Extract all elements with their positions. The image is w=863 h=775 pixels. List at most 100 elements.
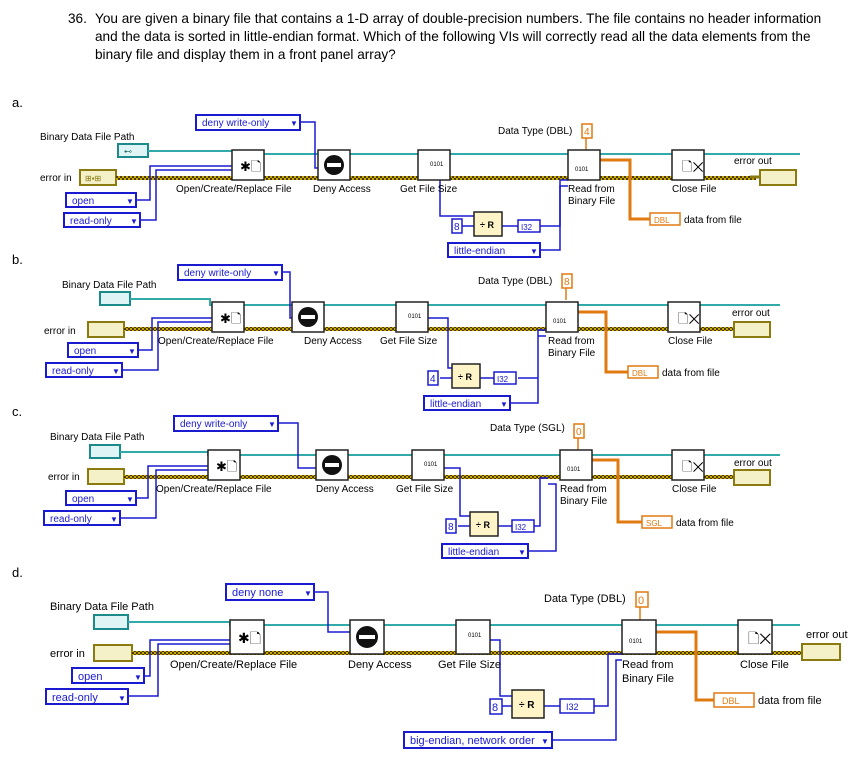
binary-file-label: Binary File (548, 348, 596, 359)
open-file-node[interactable] (229, 619, 265, 655)
get-file-size-node[interactable] (417, 149, 451, 181)
get-file-size-node[interactable] (395, 301, 429, 333)
indicator-type: DBL (632, 369, 648, 378)
option-letter-a: a. (12, 95, 23, 110)
path-control[interactable]: ⊷ (117, 143, 149, 158)
deny-mode-label: deny none (232, 587, 283, 599)
new-file-icon: ✱🗋 (216, 459, 237, 474)
divisor-value: 8 (454, 222, 460, 233)
read-binary-node[interactable] (621, 619, 657, 655)
read-binary-icon: 0101 (567, 467, 581, 473)
diagram-d: Binary Data File Path error in open ▼ re… (45, 583, 848, 749)
quotient-remainder-node[interactable] (473, 211, 503, 237)
binary-file-label: Binary File (622, 673, 674, 685)
open-enum-label: open (74, 346, 96, 357)
read-binary-icon: 0101 (553, 319, 567, 325)
open-file-node[interactable] (211, 301, 245, 333)
quotient-icon: ÷ R (476, 520, 490, 530)
read-only-enum-label: read-only (52, 366, 94, 377)
path-control[interactable] (93, 614, 129, 630)
quotient-remainder-node[interactable] (451, 363, 481, 389)
deny-mode-label: deny write-only (184, 268, 251, 279)
data-indicator (627, 365, 659, 379)
divisor-constant[interactable] (427, 370, 439, 386)
data-type-constant[interactable] (635, 591, 649, 608)
open-enum-label: open (78, 671, 102, 683)
get-file-size-node[interactable] (455, 619, 491, 655)
divisor-constant[interactable] (451, 218, 463, 234)
path-control[interactable] (99, 291, 131, 306)
deny-access-label: Deny Access (316, 484, 374, 495)
deny-access-label: Deny Access (304, 336, 362, 347)
data-indicator (649, 212, 681, 226)
open-file-node[interactable] (207, 449, 241, 481)
data-type-constant[interactable] (561, 273, 573, 289)
indicator-type: DBL (722, 696, 740, 706)
read-only-enum-label: read-only (50, 514, 92, 525)
binary-file-icon: 0101 (430, 162, 444, 168)
path-control[interactable] (89, 444, 121, 459)
i32-convert-node[interactable] (511, 519, 535, 533)
error-out-indicator (801, 643, 841, 661)
divisor-constant[interactable] (489, 698, 503, 715)
close-file-node[interactable] (667, 301, 701, 333)
error-out-label: error out (734, 458, 772, 469)
quotient-remainder-node[interactable] (469, 511, 499, 537)
read-from-label: Read from (568, 184, 615, 195)
error-out-indicator (759, 169, 797, 186)
error-in-control[interactable] (93, 644, 133, 662)
open-file-node[interactable] (231, 149, 265, 181)
indicator-type: SGL (646, 519, 663, 528)
divisor-constant[interactable] (445, 518, 457, 534)
diagram-a: Binary Data File Path ⊷ error in ⊞▪⊞ ope… (40, 114, 800, 258)
close-file-node[interactable] (737, 619, 773, 655)
binary-file-label: Binary File (568, 196, 616, 207)
read-binary-node[interactable] (567, 149, 601, 181)
error-out-label: error out (806, 629, 848, 641)
error-out-label: error out (734, 156, 772, 167)
read-binary-node[interactable] (545, 301, 579, 333)
endian-enum[interactable] (441, 543, 529, 559)
endian-label: little-endian (454, 246, 505, 257)
dropdown-arrow-icon: ▼ (518, 548, 526, 557)
i32-label: I32 (497, 375, 509, 384)
read-from-label: Read from (548, 336, 595, 347)
open-enum-label: open (72, 196, 94, 207)
open-file-label: Open/Create/Replace File (170, 659, 297, 671)
get-file-size-node[interactable] (411, 449, 445, 481)
dropdown-arrow-icon: ▼ (272, 269, 280, 278)
quotient-remainder-node[interactable] (511, 689, 545, 719)
data-indicator (713, 692, 755, 708)
path-label: Binary Data File Path (62, 280, 157, 291)
error-in-control[interactable] (87, 321, 125, 338)
endian-enum[interactable] (447, 242, 541, 258)
deny-mode-label: deny write-only (202, 118, 269, 129)
i32-convert-node[interactable] (517, 219, 541, 233)
read-binary-node[interactable] (559, 449, 593, 481)
deny-mode-label: deny write-only (180, 419, 247, 430)
endian-enum[interactable] (423, 395, 511, 411)
endian-label: little-endian (448, 547, 499, 558)
dropdown-arrow-icon: ▼ (530, 247, 538, 256)
dropdown-arrow-icon: ▼ (134, 673, 142, 682)
data-type-value: 0 (576, 427, 582, 438)
data-type-constant[interactable] (573, 423, 585, 439)
deny-access-label: Deny Access (348, 659, 412, 671)
i32-convert-node[interactable] (493, 371, 517, 385)
read-from-label: Read from (560, 484, 607, 495)
divisor-value: 4 (430, 374, 436, 385)
close-file-node[interactable] (671, 149, 705, 181)
indicator-type: DBL (654, 216, 670, 225)
close-file-label: Close File (672, 484, 717, 495)
option-letter-c: c. (12, 404, 23, 419)
i32-convert-node[interactable] (559, 698, 595, 714)
error-in-control[interactable] (87, 468, 125, 485)
data-type-label: Data Type (DBL) (478, 276, 552, 287)
dropdown-arrow-icon: ▼ (304, 589, 312, 598)
close-file-node[interactable] (671, 449, 705, 481)
deny-access-node[interactable] (349, 619, 385, 655)
read-binary-icon: 0101 (575, 167, 589, 173)
data-type-constant[interactable] (581, 123, 593, 139)
open-enum-label: open (72, 494, 94, 505)
diagram-c: Binary Data File Path error in open ▼ re… (43, 415, 780, 559)
